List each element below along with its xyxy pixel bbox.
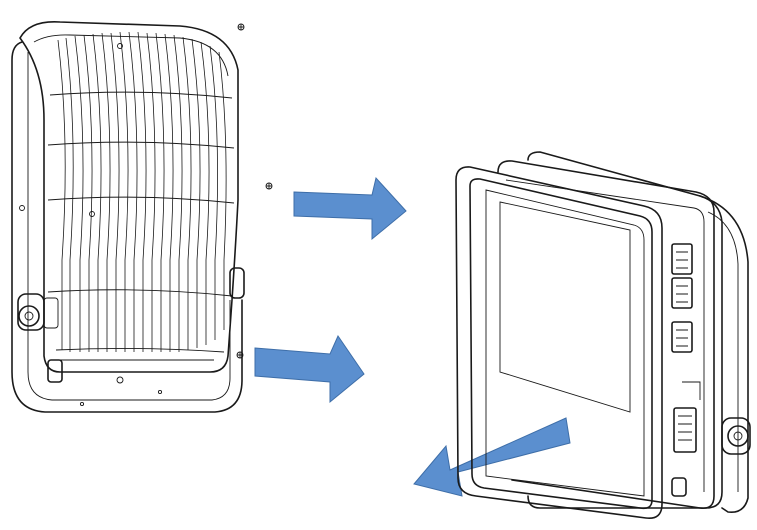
gasket-frame [497, 160, 715, 510]
mounting-bracket-knob [17, 293, 59, 331]
floodlight-rear-housing [11, 21, 245, 413]
arrow-out-lower-left [413, 417, 571, 497]
screw-top [237, 23, 245, 31]
cable-gland [47, 359, 63, 383]
mounting-bracket [11, 41, 243, 413]
housing-body [19, 21, 239, 373]
arrow-right-upper [293, 176, 407, 241]
screw-middle [265, 182, 273, 190]
heatsink-fins [47, 31, 235, 361]
screw-lower [236, 351, 244, 359]
glass-panel [499, 201, 631, 413]
driver-terminal-blocks [671, 243, 701, 453]
arrow-right-lower [254, 334, 365, 404]
front-glass-frame [455, 166, 663, 520]
mounting-knob-right [721, 417, 751, 455]
front-housing-body [527, 151, 749, 514]
